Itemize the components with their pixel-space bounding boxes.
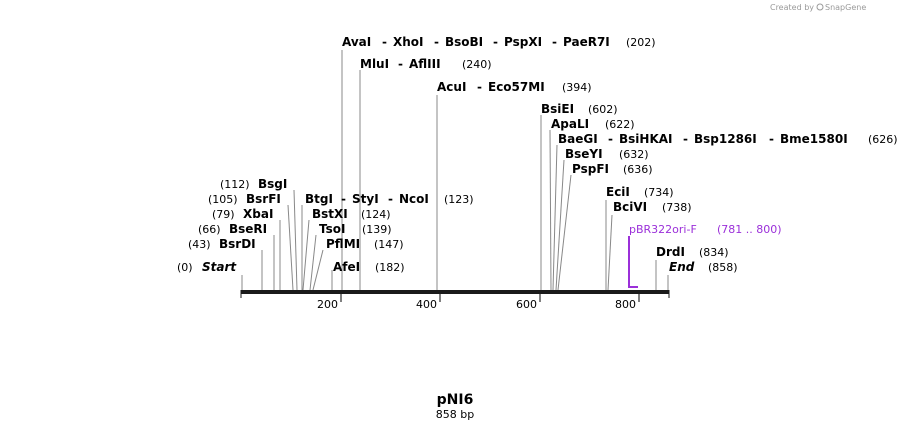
enzyme-label-baegi[interactable]: BaeGI bbox=[558, 132, 598, 146]
ruler-label-200: 200 bbox=[317, 298, 338, 311]
enzyme-label-acui[interactable]: AcuI bbox=[437, 80, 466, 94]
feature-name: pBR322ori-F bbox=[629, 223, 697, 236]
enzyme-label-drdi[interactable]: DrdI bbox=[656, 245, 685, 259]
enzyme-separator: - bbox=[382, 35, 387, 49]
site-position: (834) bbox=[699, 246, 729, 259]
enzyme-label-bsrdi[interactable]: BsrDI bbox=[219, 237, 256, 251]
enzyme-separator: - bbox=[769, 132, 774, 146]
enzyme-label-pspxi[interactable]: PspXI bbox=[504, 35, 542, 49]
enzyme-label-ncoi[interactable]: NcoI bbox=[399, 192, 429, 206]
enzyme-label-xbai[interactable]: XbaI bbox=[243, 207, 273, 221]
enzyme-label-bme1580i[interactable]: Bme1580I bbox=[780, 132, 848, 146]
credit-prefix: Created by bbox=[770, 3, 814, 12]
enzyme-label-apali[interactable]: ApaLI bbox=[551, 117, 589, 131]
enzyme-label-eco57mi[interactable]: Eco57MI bbox=[488, 80, 545, 94]
enzyme-label-bsgi[interactable]: BsgI bbox=[258, 177, 287, 191]
enzyme-label-end[interactable]: End bbox=[669, 260, 695, 274]
enzyme-separator: - bbox=[341, 192, 346, 206]
feature-range: (781 .. 800) bbox=[717, 223, 782, 236]
enzyme-label-tsoi[interactable]: TsoI bbox=[319, 222, 345, 236]
ruler-label-400: 400 bbox=[416, 298, 437, 311]
enzyme-label-avai[interactable]: AvaI bbox=[342, 35, 371, 49]
leader-line-pspfi bbox=[557, 174, 572, 291]
site-position: (0) bbox=[177, 261, 193, 274]
credit-brand: SnapGene bbox=[825, 3, 866, 12]
site-position: (66) bbox=[198, 223, 221, 236]
enzyme-separator: - bbox=[683, 132, 688, 146]
site-position: (112) bbox=[220, 178, 250, 191]
site-position: (626) bbox=[868, 133, 898, 146]
snapgene-logo-icon bbox=[816, 3, 824, 11]
site-position: (240) bbox=[462, 58, 492, 71]
site-position: (734) bbox=[644, 186, 674, 199]
feature-pbr322ori-f[interactable]: pBR322ori-F (781 .. 800) bbox=[628, 223, 782, 288]
site-position: (139) bbox=[362, 223, 392, 236]
enzyme-label-bseyi[interactable]: BseYI bbox=[565, 147, 603, 161]
site-position: (632) bbox=[619, 148, 649, 161]
site-position: (622) bbox=[605, 118, 635, 131]
enzyme-separator: - bbox=[608, 132, 613, 146]
enzyme-label-bsrfi[interactable]: BsrFI bbox=[246, 192, 281, 206]
site-position: (858) bbox=[708, 261, 738, 274]
enzyme-separator: - bbox=[398, 57, 403, 71]
enzyme-label-bstxi[interactable]: BstXI bbox=[312, 207, 348, 221]
enzyme-label-afliii[interactable]: AflIII bbox=[409, 57, 441, 71]
enzyme-labels: (0) Start (43) BsrDI (66) BseRI (79) Xba… bbox=[177, 35, 898, 274]
plasmid-name: pNI6 bbox=[437, 392, 474, 408]
enzyme-separator: - bbox=[552, 35, 557, 49]
site-position: (43) bbox=[188, 238, 211, 251]
site-position: (738) bbox=[662, 201, 692, 214]
site-position: (79) bbox=[212, 208, 235, 221]
sequence-backbone bbox=[241, 290, 669, 294]
leader-line-pflmi bbox=[312, 249, 324, 291]
leader-line-baegi bbox=[552, 144, 558, 291]
enzyme-label-bsiei[interactable]: BsiEI bbox=[541, 102, 574, 116]
primer-arrow-icon bbox=[628, 236, 638, 288]
enzyme-label-styi[interactable]: StyI bbox=[352, 192, 379, 206]
enzyme-label-ecii[interactable]: EciI bbox=[606, 185, 630, 199]
leader-line-bsgi bbox=[293, 189, 298, 291]
leader-line-bstxi bbox=[302, 219, 310, 291]
leader-line-bsrfi bbox=[287, 204, 294, 291]
site-position: (394) bbox=[562, 81, 592, 94]
enzyme-label-bseri[interactable]: BseRI bbox=[229, 222, 267, 236]
enzyme-label-paer7i[interactable]: PaeR7I bbox=[563, 35, 610, 49]
enzyme-separator: - bbox=[477, 80, 482, 94]
plasmid-size: 858 bp bbox=[436, 408, 474, 421]
site-position: (202) bbox=[626, 36, 656, 49]
site-position: (636) bbox=[623, 163, 653, 176]
enzyme-label-bsobi[interactable]: BsoBI bbox=[445, 35, 483, 49]
enzyme-separator: - bbox=[388, 192, 393, 206]
enzyme-label-bsp1286i[interactable]: Bsp1286I bbox=[694, 132, 757, 146]
site-position: (124) bbox=[361, 208, 391, 221]
site-position: (602) bbox=[588, 103, 618, 116]
ruler-label-600: 600 bbox=[516, 298, 537, 311]
enzyme-label-xhoi[interactable]: XhoI bbox=[393, 35, 424, 49]
enzyme-label-start[interactable]: Start bbox=[202, 260, 237, 274]
site-position: (182) bbox=[375, 261, 405, 274]
enzyme-label-mlui[interactable]: MluI bbox=[360, 57, 389, 71]
site-position: (147) bbox=[374, 238, 404, 251]
ruler: 200 400 600 800 bbox=[317, 294, 640, 311]
site-position: (123) bbox=[444, 193, 474, 206]
enzyme-label-bsihkai[interactable]: BsiHKAI bbox=[619, 132, 673, 146]
leader-line-apali bbox=[549, 129, 552, 291]
enzyme-label-pspfi[interactable]: PspFI bbox=[572, 162, 609, 176]
leader-line-tsoi bbox=[309, 234, 317, 291]
ruler-label-800: 800 bbox=[615, 298, 636, 311]
enzyme-label-pflmi[interactable]: PflMI bbox=[326, 237, 360, 251]
enzyme-separator: - bbox=[493, 35, 498, 49]
enzyme-leader-lines bbox=[241, 50, 669, 291]
enzyme-label-afei[interactable]: AfeI bbox=[333, 260, 360, 274]
enzyme-separator: - bbox=[434, 35, 439, 49]
leader-line-bcivi bbox=[607, 214, 613, 291]
enzyme-label-btgi[interactable]: BtgI bbox=[305, 192, 333, 206]
site-position: (105) bbox=[208, 193, 238, 206]
enzyme-label-bcivi[interactable]: BciVI bbox=[613, 200, 647, 214]
leader-line-bseyi bbox=[555, 159, 565, 291]
